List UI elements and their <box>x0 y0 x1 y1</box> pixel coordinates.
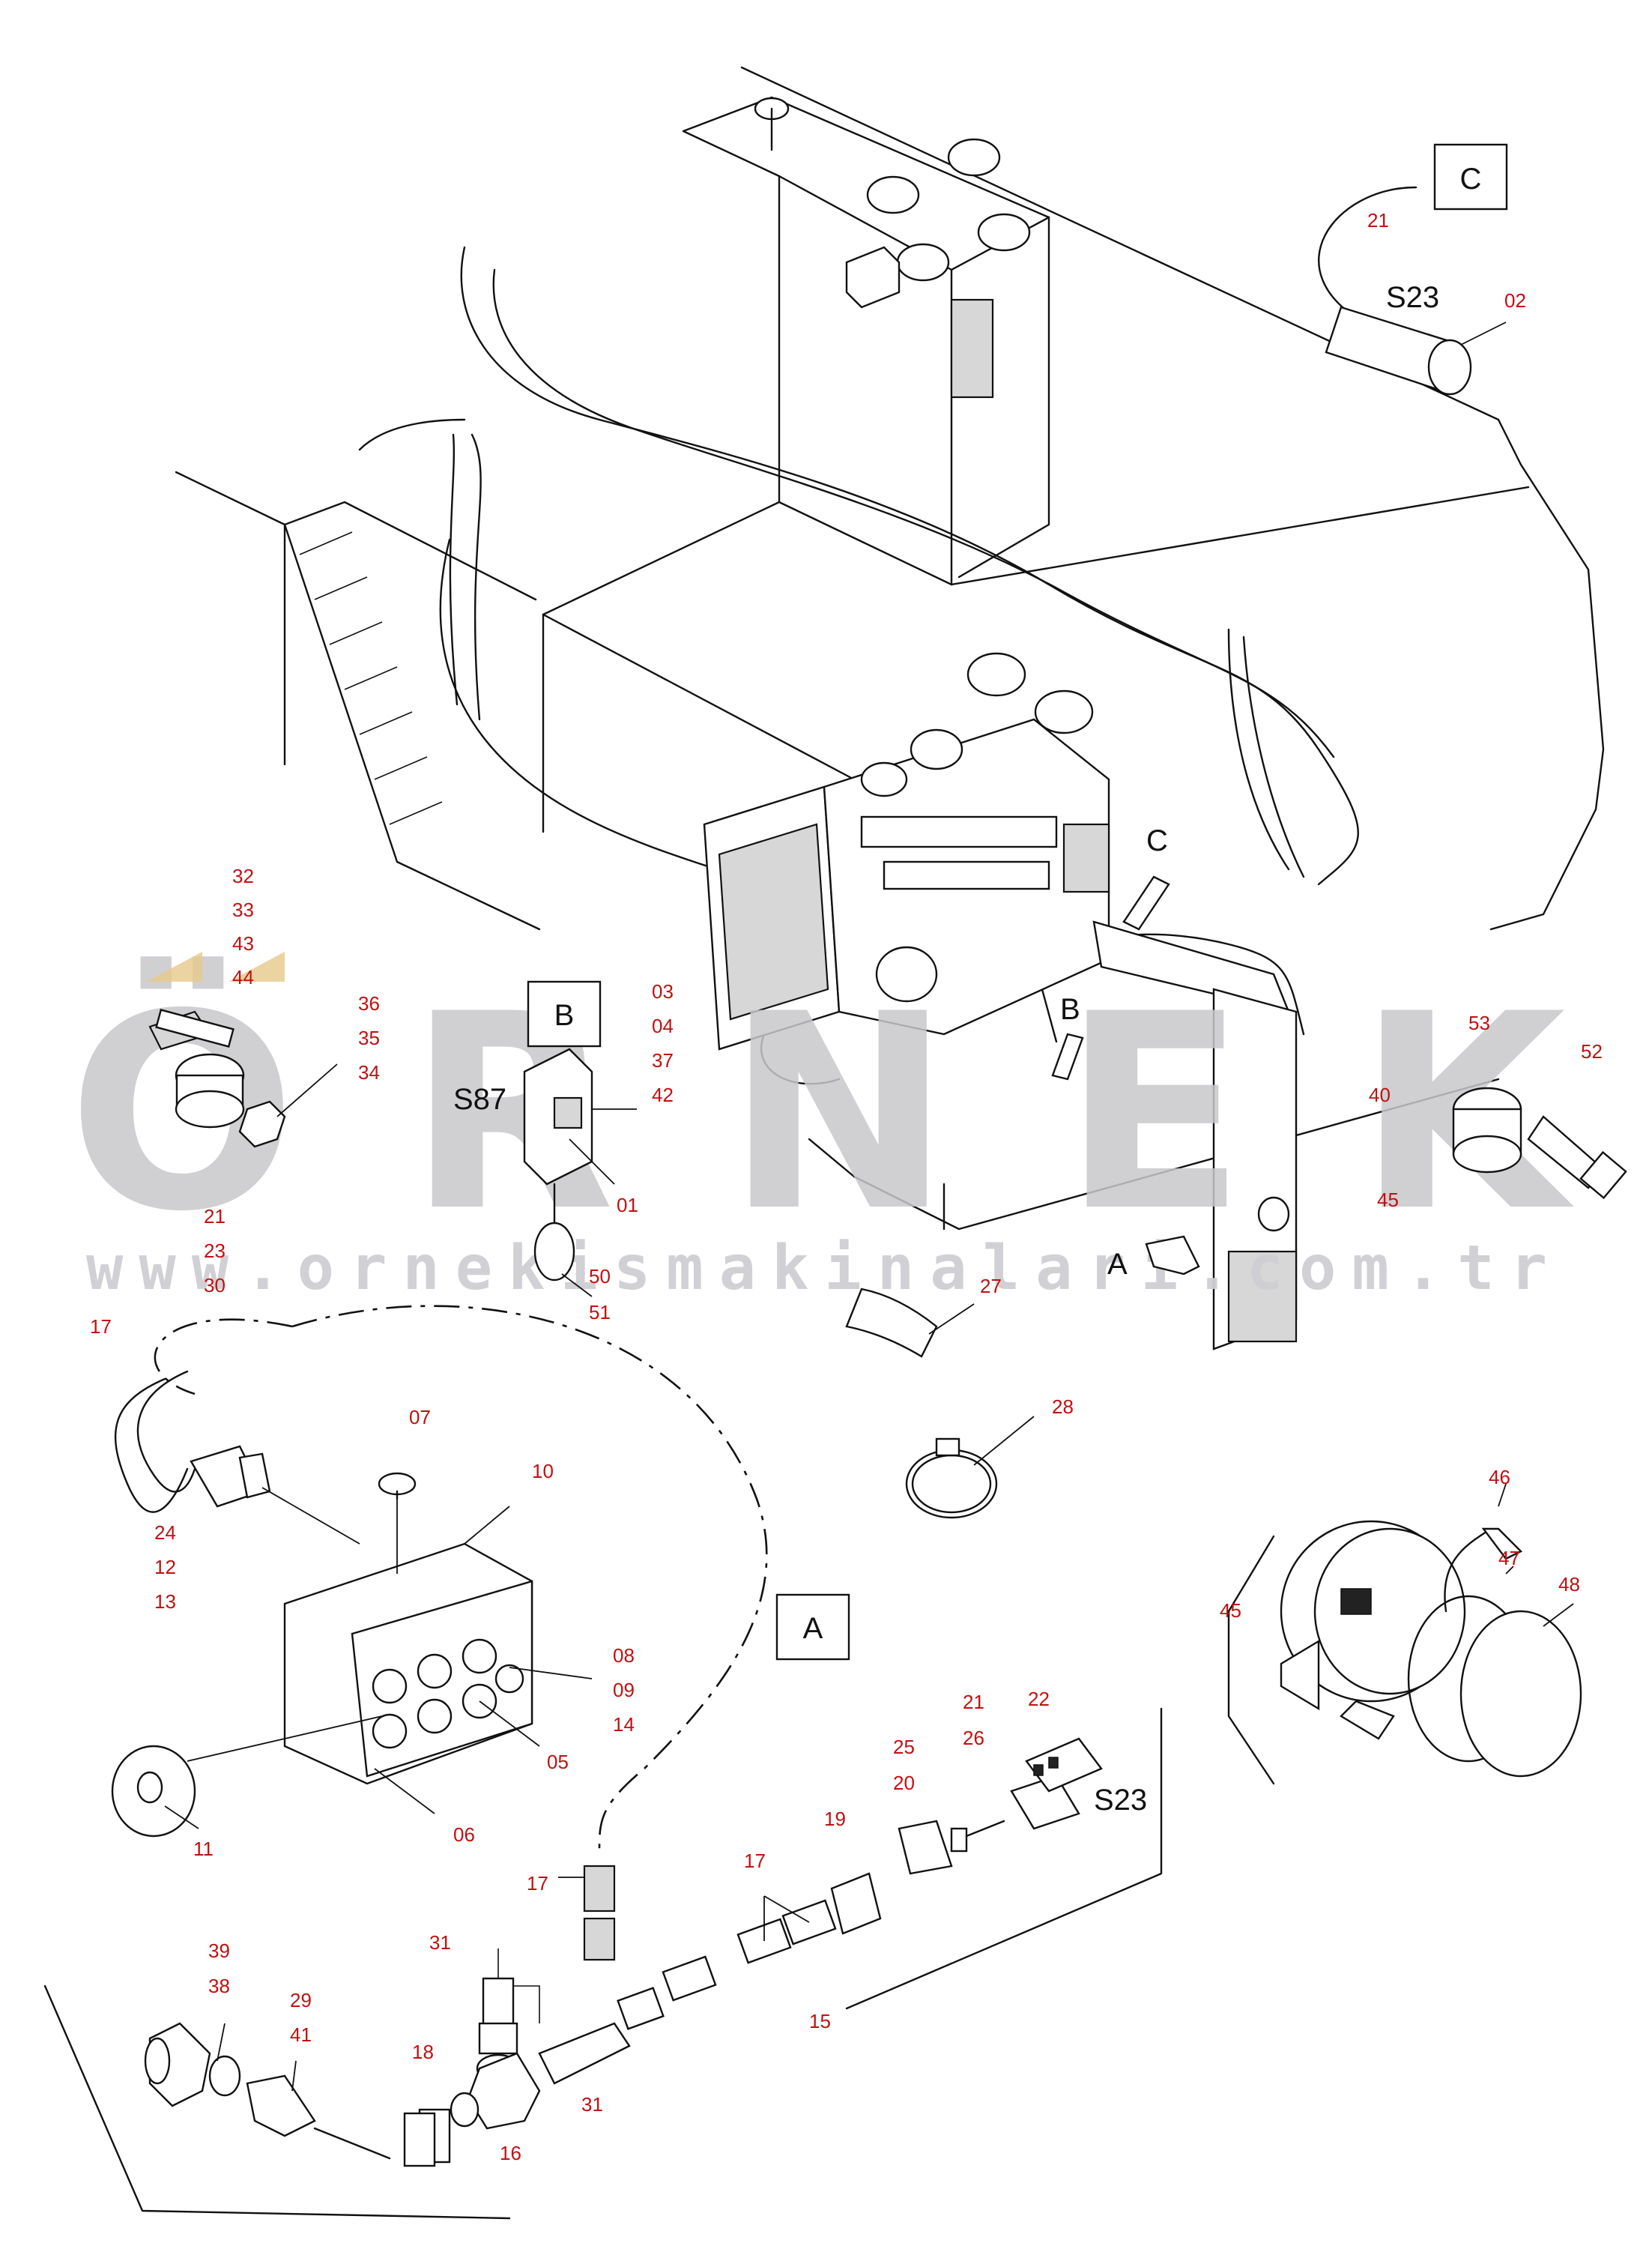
wiring-harness <box>358 246 1359 1085</box>
engine <box>703 652 1110 1051</box>
svg-text:A: A <box>803 1612 823 1645</box>
svg-text:S23: S23 <box>1386 281 1439 314</box>
callout-31-b: 31 <box>581 2093 603 2116</box>
callout-46: 46 <box>1489 1466 1510 1488</box>
callout-08: 08 <box>613 1644 635 1667</box>
callout-02: 02 <box>1504 289 1526 312</box>
temperature-sensor-s23 <box>1325 306 1472 396</box>
view-label-box-b <box>527 980 602 1048</box>
switch-box-10 <box>283 1542 533 1785</box>
callout-33: 33 <box>232 899 254 921</box>
view-pointers: C B A <box>1051 824 1200 1281</box>
callout-40: 40 <box>1369 1084 1391 1106</box>
callout-10: 10 <box>532 1460 554 1482</box>
plug-s23 <box>1025 1737 1103 1793</box>
detail-c: C S23 <box>1318 143 1508 396</box>
callout-numbers: 21 02 32 33 43 44 36 35 34 21 23 30 03 0… <box>90 209 1603 2164</box>
callout-04: 04 <box>652 1015 674 1037</box>
callout-42: 42 <box>652 1084 674 1106</box>
machine-frame <box>175 66 1605 1231</box>
callout-14: 14 <box>613 1713 635 1736</box>
callout-17-a: 17 <box>90 1315 112 1338</box>
detail-a: A <box>43 1305 1163 2220</box>
callout-17-b: 17 <box>744 1850 766 1872</box>
callout-45-right: 45 <box>1377 1189 1399 1211</box>
callout-01: 01 <box>617 1194 638 1216</box>
cable-clamp-right <box>1452 1087 1627 1200</box>
callout-21-top: 21 <box>1367 209 1389 232</box>
callout-48: 48 <box>1558 1573 1580 1596</box>
callout-22: 22 <box>1028 1688 1050 1710</box>
callout-44: 44 <box>232 966 254 988</box>
horn-assembly <box>1227 1483 1582 1785</box>
view-label-box-c <box>1433 143 1508 211</box>
callout-13: 13 <box>154 1590 176 1613</box>
callout-30: 30 <box>204 1274 226 1296</box>
callout-45-left: 45 <box>1220 1599 1241 1622</box>
callout-41: 41 <box>290 2023 312 2046</box>
callout-03: 03 <box>652 980 674 1003</box>
callout-21-b: 21 <box>963 1691 984 1713</box>
callout-34: 34 <box>358 1061 380 1084</box>
callout-07: 07 <box>409 1406 431 1428</box>
harness-bracket <box>1092 920 1298 1350</box>
callout-17-c: 17 <box>527 1872 548 1895</box>
callout-51: 51 <box>589 1301 611 1323</box>
svg-text:S87: S87 <box>453 1083 506 1116</box>
svg-text:ÖRNEK: ÖRNEK <box>67 954 1576 1271</box>
callout-23: 23 <box>204 1240 226 1262</box>
callout-50: 50 <box>589 1265 611 1288</box>
callout-19: 19 <box>824 1808 846 1830</box>
callout-06: 06 <box>453 1823 475 1846</box>
callout-39: 39 <box>208 1940 230 1962</box>
callout-05: 05 <box>547 1751 569 1773</box>
switch-s87 <box>523 1048 593 1282</box>
sticker-27 <box>845 1288 975 1358</box>
callout-28: 28 <box>1052 1395 1074 1418</box>
label-s23-bottom: S23 <box>1094 1784 1147 1817</box>
view-pointer-c: C <box>1146 824 1168 857</box>
cable-clamp-left <box>148 1008 338 1148</box>
callout-31-a: 31 <box>429 1931 451 1954</box>
callout-32: 32 <box>232 865 254 887</box>
callout-52: 52 <box>1581 1040 1603 1063</box>
view-label-box-a <box>775 1593 850 1661</box>
watermark: ÖRNEK www.ornekismakinalari.com.tr <box>67 952 1576 1304</box>
tank-caps <box>754 97 1031 399</box>
callout-47: 47 <box>1498 1547 1520 1569</box>
callout-53: 53 <box>1468 1012 1490 1034</box>
connector-chain <box>144 1775 1080 2167</box>
callout-35: 35 <box>358 1027 380 1049</box>
callout-29: 29 <box>290 1989 312 2011</box>
callout-18: 18 <box>412 2041 434 2063</box>
callout-37: 37 <box>652 1049 674 1072</box>
callout-21-left: 21 <box>204 1205 226 1228</box>
callout-15: 15 <box>809 2010 831 2032</box>
view-pointer-a: A <box>1107 1248 1128 1281</box>
callout-25: 25 <box>893 1736 915 1758</box>
callout-20: 20 <box>893 1772 915 1794</box>
svg-text:C: C <box>1460 163 1482 196</box>
callout-11: 11 <box>193 1838 214 1860</box>
view-pointer-b: B <box>1060 993 1080 1026</box>
callout-27: 27 <box>980 1275 1002 1297</box>
callout-26: 26 <box>963 1727 984 1749</box>
cable-tie-28 <box>905 1416 1035 1519</box>
callout-12: 12 <box>154 1556 176 1578</box>
callout-38: 38 <box>208 1975 230 1997</box>
detail-b: B S87 <box>453 980 637 1297</box>
callout-43: 43 <box>232 932 254 955</box>
callout-09: 09 <box>613 1679 635 1701</box>
svg-text:B: B <box>554 999 575 1032</box>
callout-24: 24 <box>154 1521 176 1544</box>
callout-36: 36 <box>358 992 380 1015</box>
callout-16: 16 <box>500 2142 521 2164</box>
